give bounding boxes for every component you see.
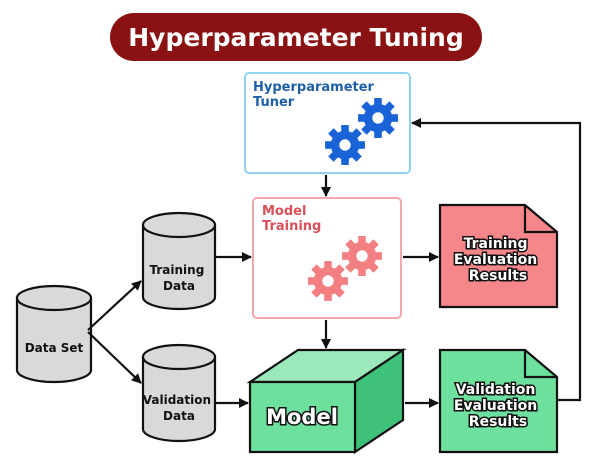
validation-results-document: Validation Evaluation Results: [438, 348, 559, 454]
data-set-label: Data Set: [25, 341, 84, 355]
training-results-label-line: Training: [464, 236, 528, 252]
tuner-label: Hyperparameter Tuner: [253, 80, 379, 110]
model-label: Model: [266, 405, 338, 429]
arrow-dataset-to-validation: [87, 331, 142, 384]
validation-data-cylinder: Validation Data: [141, 343, 217, 443]
training-results-label-line: Evaluation: [454, 252, 537, 268]
validation-results-label-line: Validation: [456, 382, 536, 398]
model-training-label-line: Training: [262, 219, 321, 234]
training-data-label-line: Training: [150, 263, 205, 277]
data-set-label-line: Data Set: [25, 341, 84, 355]
validation-data-label: Validation Data: [143, 393, 215, 423]
training-data-label-line: Data: [163, 279, 195, 293]
gear-icon: [342, 236, 382, 276]
validation-data-label-line: Data: [163, 409, 195, 423]
tuner-label-line: Tuner: [253, 95, 295, 110]
model-cube: Model: [246, 347, 407, 455]
title-banner: Hyperparameter Tuning: [110, 13, 482, 61]
hyperparameter-tuner-box: Hyperparameter Tuner: [244, 72, 411, 174]
training-results-label-line: Results: [469, 268, 527, 284]
model-training-box: Model Training: [252, 197, 402, 319]
gear-icon: [308, 261, 348, 301]
page-title: Hyperparameter Tuning: [128, 23, 463, 52]
validation-results-label-line: Evaluation: [454, 398, 537, 414]
feedback-arrow-validation-to-tuner: [411, 118, 582, 402]
training-results-document: Training Evaluation Results: [438, 203, 559, 309]
training-data-cylinder: Training Data: [141, 211, 217, 311]
gear-icon: [358, 98, 398, 138]
training-data-label: Training Data: [150, 263, 209, 293]
tuner-label-line: Hyperparameter: [253, 80, 375, 95]
training-results-label: Training Evaluation Results: [454, 236, 542, 284]
connectors: [87, 118, 582, 408]
data-set-cylinder: Data Set: [15, 284, 93, 384]
arrow-dataset-to-training: [87, 280, 142, 331]
gear-icon: [325, 125, 365, 165]
model-training-label-line: Model: [262, 204, 306, 219]
model-training-label: Model Training: [262, 204, 321, 234]
validation-results-label: Validation Evaluation Results: [454, 382, 542, 430]
validation-results-label-line: Results: [469, 414, 527, 430]
validation-data-label-line: Validation: [143, 393, 211, 407]
